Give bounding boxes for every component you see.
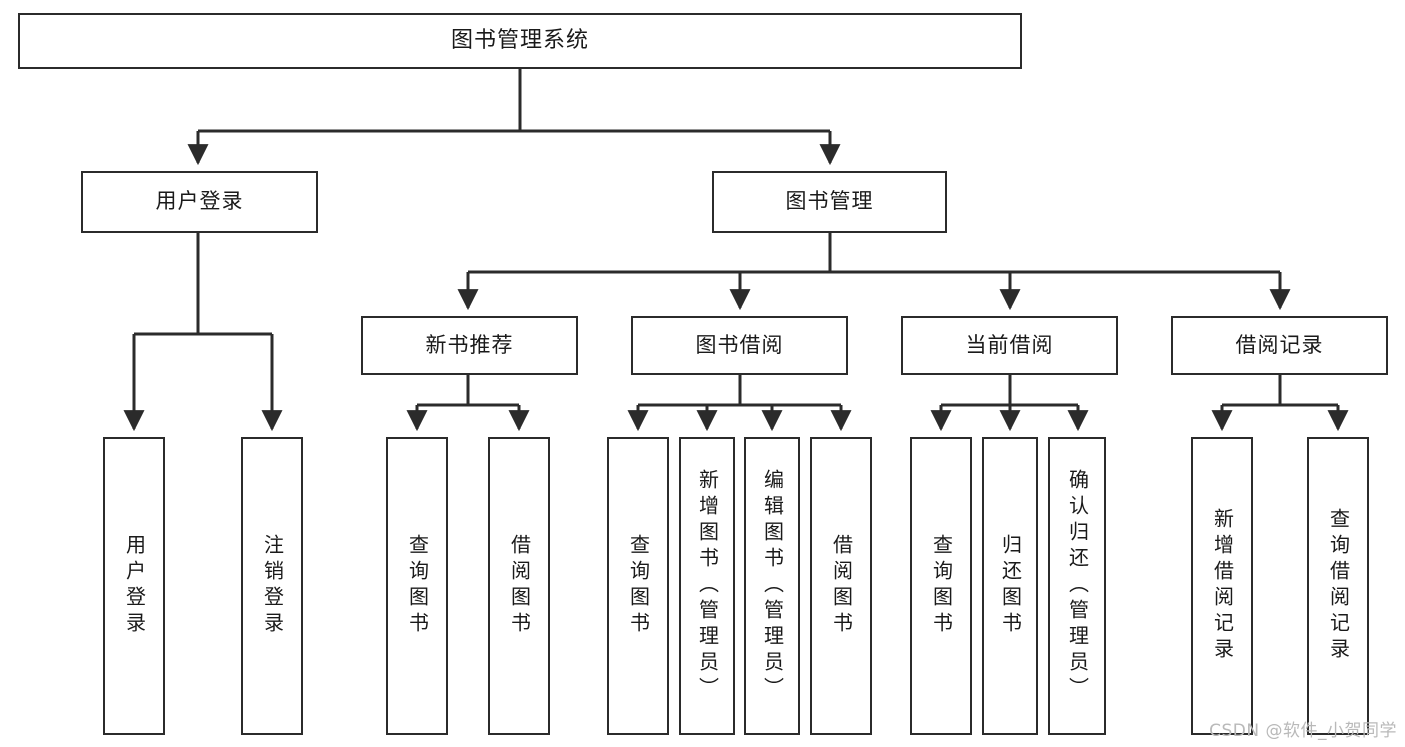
leaf-recommend-borrow-book[interactable]: 借阅图书	[488, 437, 550, 735]
node-book-management[interactable]: 图书管理	[712, 171, 947, 233]
node-borrow-record[interactable]: 借阅记录	[1171, 316, 1388, 375]
node-book-borrow[interactable]: 图书借阅	[631, 316, 848, 375]
node-current-borrow[interactable]: 当前借阅	[901, 316, 1118, 375]
node-user-login[interactable]: 用户登录	[81, 171, 318, 233]
leaf-current-confirm-return-admin[interactable]: 确认归还（管理员）	[1048, 437, 1106, 735]
node-label: 借阅记录	[1235, 332, 1324, 357]
node-label: 当前借阅	[965, 332, 1054, 357]
leaf-user-logout[interactable]: 注销登录	[241, 437, 303, 735]
leaf-recommend-query-book[interactable]: 查询图书	[386, 437, 448, 735]
watermark-text: CSDN @软件_小贺同学	[1209, 721, 1397, 741]
node-label: 图书借阅	[695, 332, 784, 357]
node-label: 查询图书	[626, 534, 651, 638]
node-label: 查询图书	[929, 534, 954, 638]
leaf-borrow-borrow-book[interactable]: 借阅图书	[810, 437, 872, 735]
node-label: 确认归还（管理员）	[1065, 469, 1090, 703]
leaf-borrow-add-book-admin[interactable]: 新增图书（管理员）	[679, 437, 735, 735]
leaf-borrow-query-book[interactable]: 查询图书	[607, 437, 669, 735]
leaf-current-query-book[interactable]: 查询图书	[910, 437, 972, 735]
leaf-current-return-book[interactable]: 归还图书	[982, 437, 1038, 735]
node-label: 用户登录	[155, 189, 244, 214]
node-label: 归还图书	[998, 534, 1023, 638]
node-label: 借阅图书	[507, 534, 532, 638]
node-label: 新书推荐	[425, 332, 514, 357]
node-label: 新增借阅记录	[1210, 508, 1235, 664]
leaf-borrow-edit-book-admin[interactable]: 编辑图书（管理员）	[744, 437, 800, 735]
node-label: 查询借阅记录	[1326, 508, 1351, 664]
node-label: 用户登录	[122, 534, 147, 638]
node-root-system[interactable]: 图书管理系统	[18, 13, 1022, 69]
leaf-user-login[interactable]: 用户登录	[103, 437, 165, 735]
node-label: 借阅图书	[829, 534, 854, 638]
node-new-book-recommend[interactable]: 新书推荐	[361, 316, 578, 375]
node-label: 图书管理系统	[450, 27, 589, 53]
leaf-record-query-record[interactable]: 查询借阅记录	[1307, 437, 1369, 735]
node-label: 编辑图书（管理员）	[760, 469, 785, 703]
node-label: 查询图书	[405, 534, 430, 638]
node-label: 注销登录	[260, 534, 285, 638]
node-label: 新增图书（管理员）	[695, 469, 720, 703]
leaf-record-add-record[interactable]: 新增借阅记录	[1191, 437, 1253, 735]
node-label: 图书管理	[785, 189, 874, 214]
